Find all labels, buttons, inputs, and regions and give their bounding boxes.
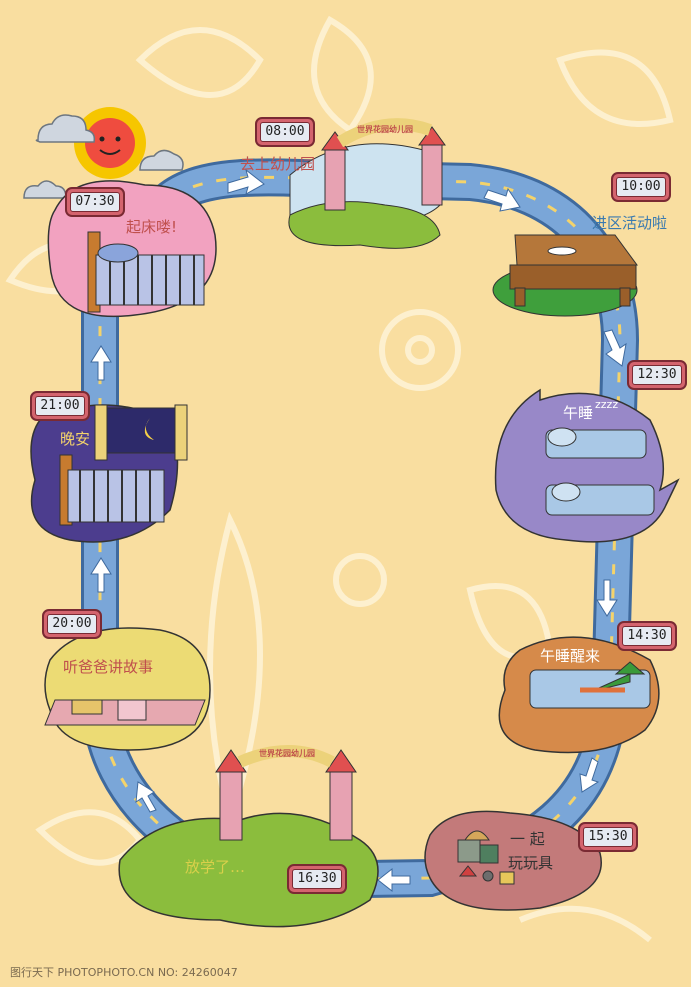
arrow-up-icon (90, 345, 112, 381)
label-school-out: 放学了… (185, 858, 246, 876)
clock-0800: 08:00 (255, 117, 315, 147)
label-play-toys: 玩玩具 (508, 854, 554, 872)
clock-2000-time: 20:00 (47, 614, 97, 634)
clock-1430: 14:30 (617, 621, 677, 651)
arrow-down-icon (596, 579, 618, 617)
clock-1000: 10:00 (611, 172, 671, 202)
label-play-together: 一 起 (510, 830, 545, 848)
clock-2000: 20:00 (42, 609, 102, 639)
school-sign-top: 世界花园幼儿园 (357, 125, 413, 134)
clock-2100-time: 21:00 (35, 396, 85, 416)
arrow-down-icon (603, 329, 627, 367)
clock-1430-time: 14:30 (622, 626, 672, 646)
clock-0730-time: 07:30 (70, 192, 120, 212)
arrow-right-icon (483, 187, 521, 212)
clock-1530: 15:30 (578, 822, 638, 852)
clock-1630-time: 16:30 (292, 869, 342, 889)
nap-scene (494, 388, 680, 543)
cloud-icon (23, 114, 184, 199)
toys-scene (424, 810, 602, 911)
clock-1000-time: 10:00 (616, 177, 666, 197)
label-nap: 午睡 (563, 404, 594, 422)
label-activity-time: 进区活动啦 (592, 214, 668, 232)
clock-1630: 16:30 (287, 864, 347, 894)
watermark: 图行天下 PHOTOPHOTO.CN NO: 24260047 (10, 966, 238, 979)
clock-1230: 12:30 (627, 360, 687, 390)
nap-wakeup-scene (498, 636, 660, 754)
clock-0730: 07:30 (65, 187, 125, 217)
story-scene (44, 627, 211, 751)
clock-1530-time: 15:30 (583, 827, 633, 847)
arrow-up-icon (135, 781, 157, 813)
direction-arrows (90, 168, 627, 893)
arrow-up-icon (90, 557, 112, 593)
school-sign-bottom: 世界花园幼儿园 (259, 749, 315, 758)
label-sleep-zzz: zzzz (595, 398, 619, 411)
label-goodnight: 晚安 (60, 430, 91, 448)
sun-icon (74, 107, 146, 179)
clock-1230-time: 12:30 (632, 365, 682, 385)
clock-0800-time: 08:00 (260, 122, 310, 142)
label-go-to-kindergarten: 去上幼儿园 (240, 155, 316, 173)
arrow-left-icon (377, 867, 411, 893)
label-nap-wakeup: 午睡醒来 (540, 647, 601, 665)
goodnight-scene (30, 404, 188, 543)
arrow-down-icon (579, 757, 600, 793)
activity-table-scene (492, 234, 638, 317)
arrow-right-icon (227, 168, 265, 196)
clock-2100: 21:00 (30, 391, 90, 421)
label-story-time: 听爸爸讲故事 (63, 658, 154, 676)
kindergarten-gate-top (288, 118, 446, 249)
label-wake-up: 起床喽! (126, 218, 178, 236)
kindergarten-gate-bottom (118, 745, 379, 928)
